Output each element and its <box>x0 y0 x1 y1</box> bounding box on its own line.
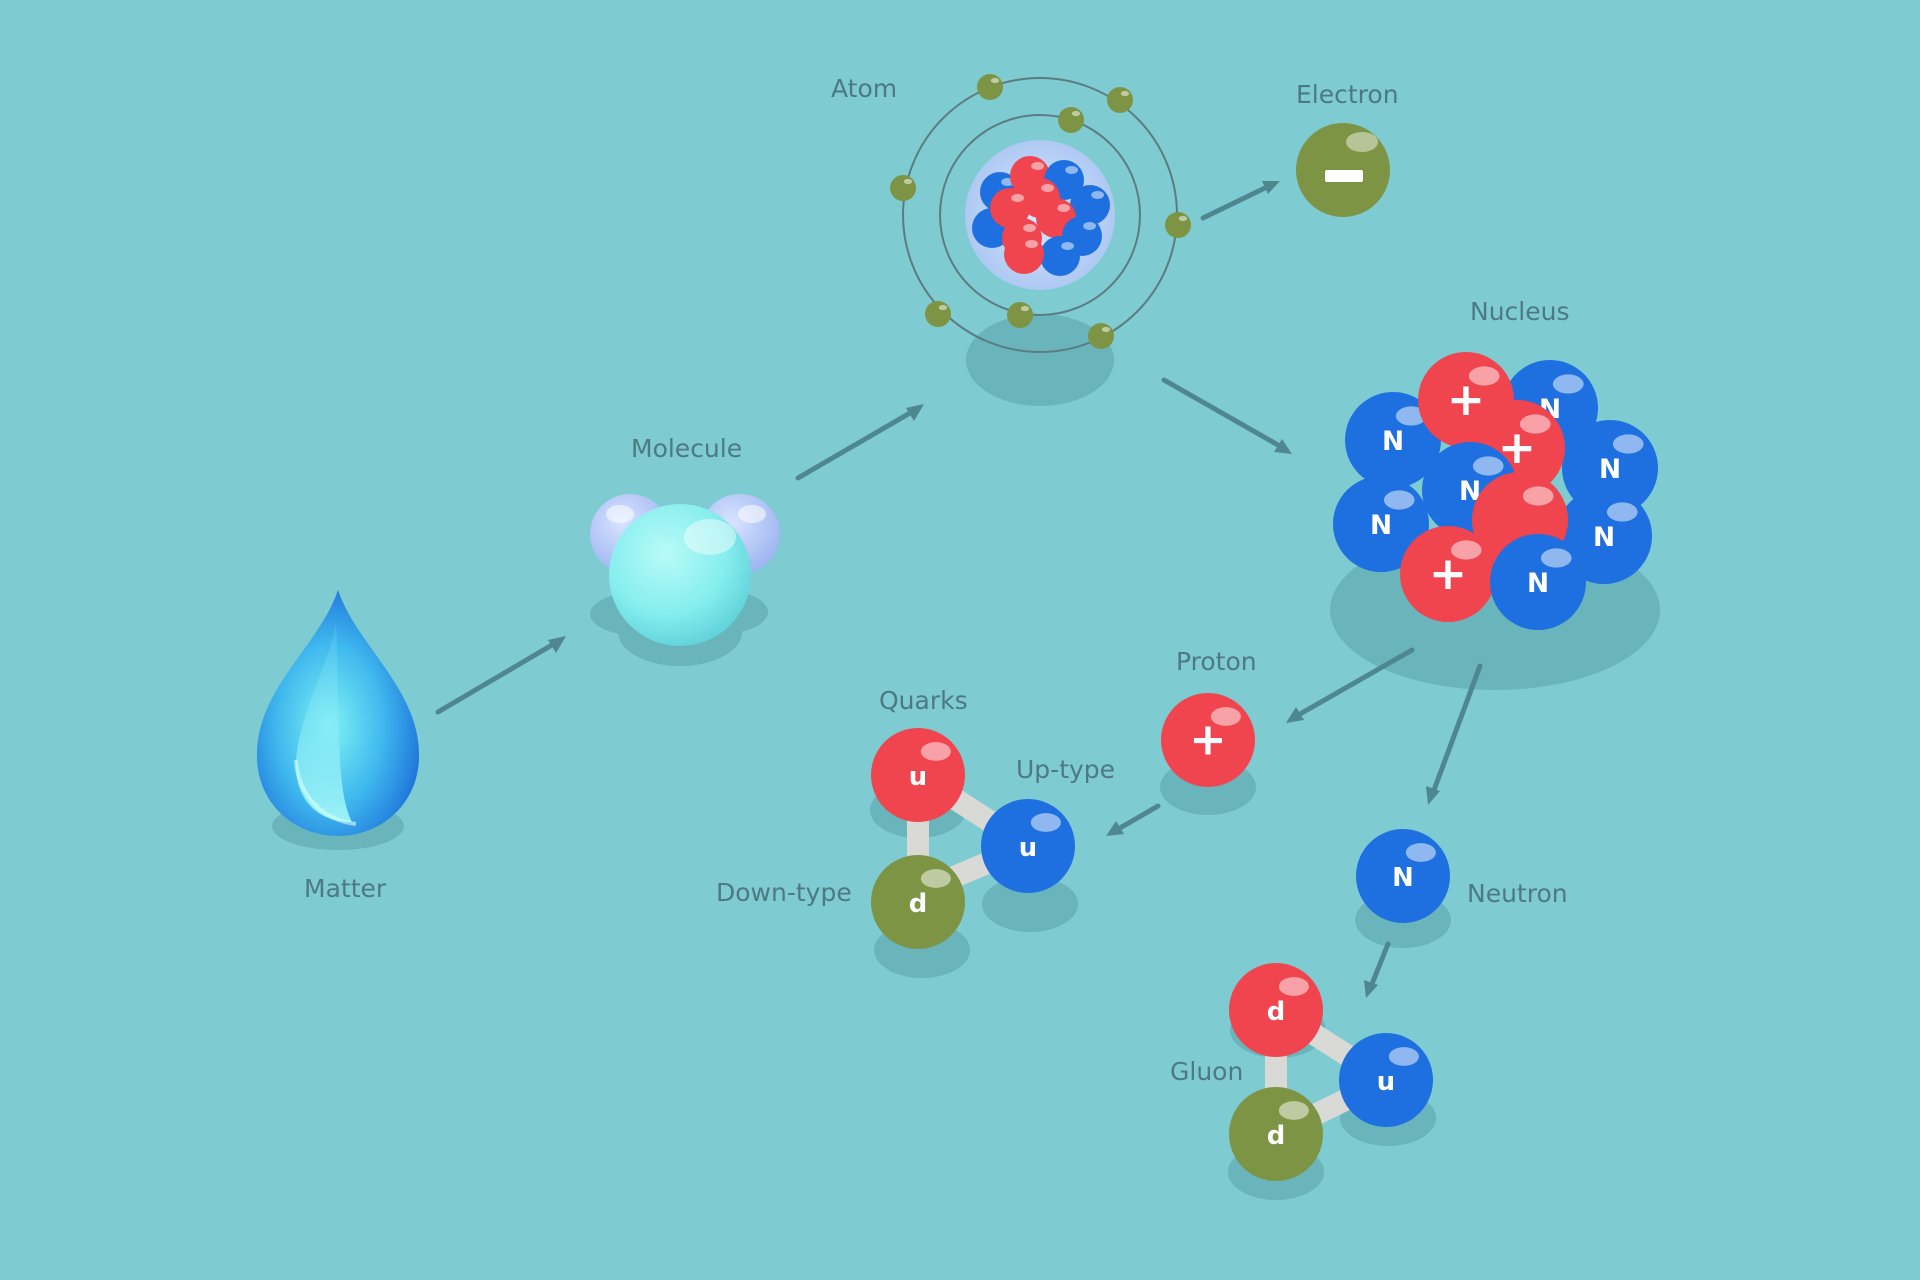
arrow-neutron-to-gluon-quarks <box>1364 941 1391 998</box>
quark-down-3: d <box>1229 1087 1323 1181</box>
nucleus-neutron-2-symbol: N <box>1382 426 1404 457</box>
quark-triplet-icon: u u d <box>871 728 1075 949</box>
label-atom: Atom <box>831 74 897 103</box>
label-gluon: Gluon <box>1170 1057 1243 1086</box>
orbit-electron-1 <box>1107 87 1133 113</box>
proton-ball: + <box>1161 693 1255 787</box>
label-nucleus: Nucleus <box>1470 297 1570 326</box>
orbit-electron-5 <box>925 301 951 327</box>
flow-arrows <box>435 181 1483 998</box>
proton-icon: + <box>1161 693 1255 787</box>
label-electron: Electron <box>1296 80 1399 109</box>
quark-up-2-symbol: u <box>1019 833 1037 863</box>
nucleus-neutron-10-symbol: N <box>1527 568 1549 599</box>
electron-icon <box>1296 123 1390 217</box>
nucleus-icon: NNN++NNN+N <box>1333 352 1658 630</box>
gluon-quark-triplet-icon: d u d <box>1229 963 1433 1181</box>
core-proton-10 <box>1004 234 1044 274</box>
nucleus-neutron-2: N <box>1345 392 1441 488</box>
atom-icon <box>890 74 1191 353</box>
orbit-electron-3 <box>890 175 916 201</box>
label-up-type: Up-type <box>1016 755 1115 784</box>
quark-up-3-symbol: u <box>1377 1067 1395 1097</box>
neutron-icon: N <box>1356 829 1450 923</box>
nucleus-proton-9: + <box>1400 526 1496 622</box>
nucleus-neutron-10: N <box>1490 534 1586 630</box>
label-down-type: Down-type <box>716 878 852 907</box>
nucleus-proton-3-symbol: + <box>1447 373 1485 426</box>
label-neutron: Neutron <box>1467 879 1568 908</box>
nucleus-neutron-6: N <box>1333 476 1429 572</box>
quark-down-1: d <box>871 855 965 949</box>
labels: Matter Molecule Atom Electron Nucleus Pr… <box>304 74 1570 1086</box>
proton-ball-symbol: + <box>1189 713 1226 765</box>
arrow-molecule-to-atom <box>795 404 924 481</box>
arrow-matter-to-molecule <box>435 636 566 715</box>
nucleus-proton-9-symbol: + <box>1429 547 1467 600</box>
label-molecule: Molecule <box>631 434 742 463</box>
atom-nucleus-cluster <box>972 156 1110 276</box>
core-proton-11 <box>990 188 1030 228</box>
water-drop-icon <box>256 590 420 836</box>
nucleus-neutron-1-symbol: N <box>1599 454 1621 485</box>
quark-up-1: u <box>871 728 965 822</box>
arrow-atom-to-nucleus <box>1161 377 1292 454</box>
orbit-electron-7 <box>1088 323 1114 349</box>
quark-up-1-symbol: u <box>909 762 927 792</box>
arrow-proton-to-quarks <box>1106 803 1161 836</box>
core-neutron-9 <box>1040 236 1080 276</box>
nucleus-neutron-7-symbol: N <box>1459 476 1481 507</box>
quark-up-3: u <box>1339 1033 1433 1127</box>
orbit-electrons <box>890 74 1191 349</box>
orbit-electron-0 <box>977 74 1003 100</box>
minus-sign <box>1325 170 1363 182</box>
molecule-icon <box>590 494 780 646</box>
quark-down-2: d <box>1229 963 1323 1057</box>
core-neutron-3 <box>1070 185 1110 225</box>
orbit-electron-4 <box>1165 212 1191 238</box>
label-quarks: Quarks <box>879 686 968 715</box>
quark-down-2-symbol: d <box>1267 997 1286 1027</box>
label-proton: Proton <box>1176 647 1257 676</box>
arrow-nucleus-to-neutron <box>1426 663 1483 805</box>
arrow-atom-to-electron <box>1200 181 1280 221</box>
neutron-ball: N <box>1356 829 1450 923</box>
nucleus-neutron-6-symbol: N <box>1370 510 1392 541</box>
quark-down-3-symbol: d <box>1267 1121 1286 1151</box>
nucleus-neutron-5-symbol: N <box>1593 522 1615 553</box>
label-matter: Matter <box>304 874 387 903</box>
arrow-nucleus-to-proton <box>1286 647 1415 723</box>
neutron-ball-symbol: N <box>1392 863 1414 893</box>
orbit-electron-6 <box>1007 302 1033 328</box>
orbit-electron-2 <box>1058 107 1084 133</box>
quark-up-2: u <box>981 799 1075 893</box>
quark-down-1-symbol: d <box>909 889 928 919</box>
